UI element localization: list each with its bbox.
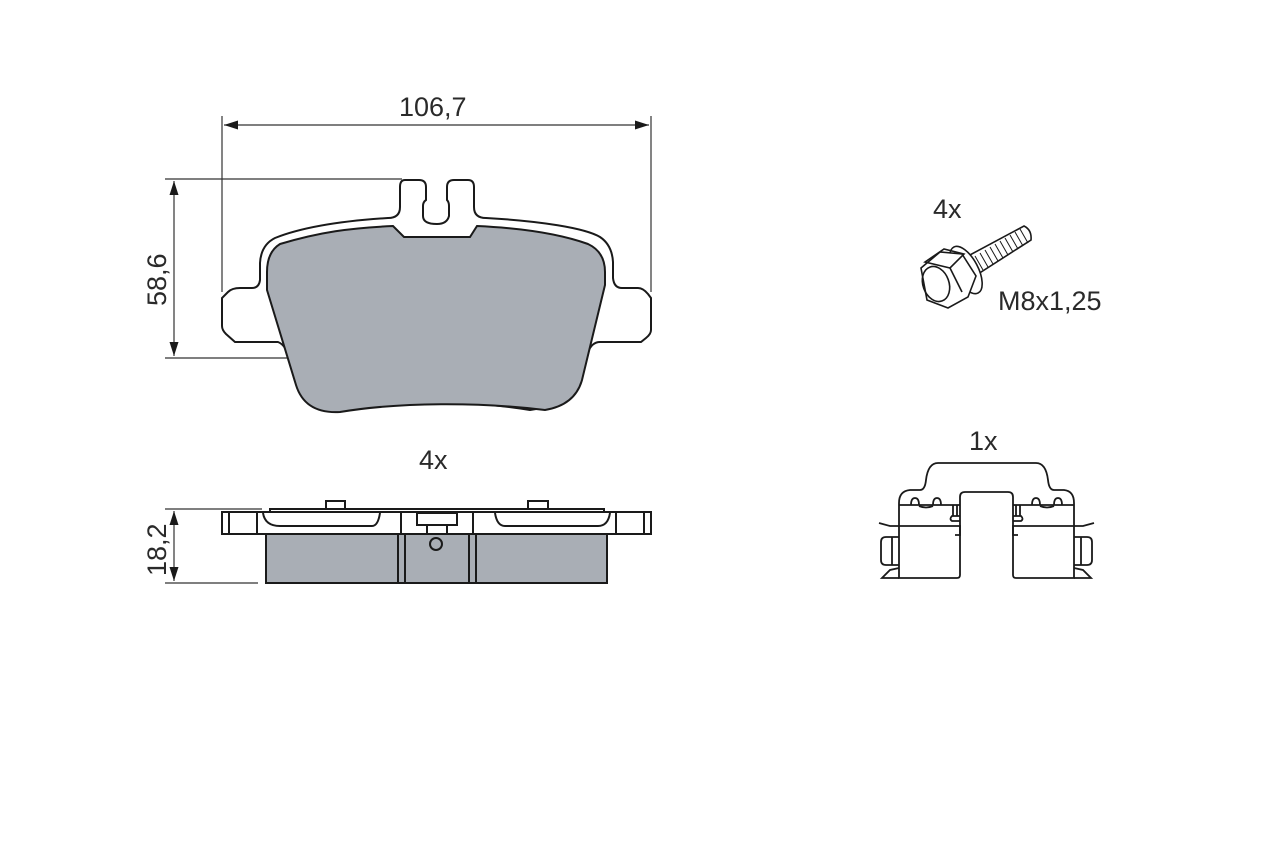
brake-pad-side-view (221, 500, 652, 584)
height-dimension-label: 58,6 (142, 253, 172, 306)
thickness-dimension-lines (165, 508, 262, 584)
thickness-dimension-label: 18,2 (142, 523, 172, 576)
brake-pad-front-view (221, 179, 652, 414)
bolt-quantity-label: 4x (933, 194, 962, 224)
spring-clip-icon (878, 462, 1095, 579)
bolt-thread-spec-label: M8x1,25 (998, 286, 1102, 316)
width-dimension-lines (221, 116, 652, 292)
clip-quantity-label: 1x (969, 426, 998, 456)
bolt-icon (920, 225, 1032, 309)
height-dimension-lines (165, 178, 402, 359)
pad-quantity-label: 4x (419, 445, 448, 475)
friction-material (266, 224, 606, 414)
width-dimension-label: 106,7 (399, 92, 467, 122)
